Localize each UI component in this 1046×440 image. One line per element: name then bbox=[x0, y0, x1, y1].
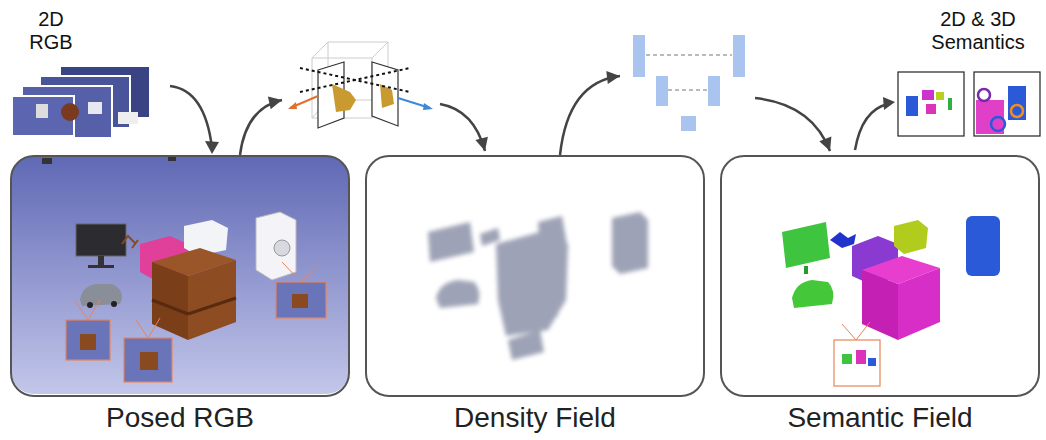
panel-frame bbox=[720, 155, 1040, 397]
panel-title: Density Field bbox=[365, 401, 705, 435]
flow-arrow bbox=[560, 71, 831, 155]
flow-arrow bbox=[170, 86, 212, 148]
flow-arrow bbox=[855, 104, 888, 150]
unet-icon bbox=[633, 35, 745, 131]
arrow-head bbox=[268, 97, 282, 110]
flow-curve bbox=[755, 98, 830, 151]
stage-panel: Density Field bbox=[365, 155, 705, 440]
panel-frame bbox=[10, 155, 350, 397]
semantic-scene bbox=[782, 216, 1000, 386]
arrow-head bbox=[883, 97, 895, 110]
arrow-head bbox=[205, 141, 219, 154]
panel-title: Semantic Field bbox=[720, 401, 1040, 435]
flow-curve bbox=[560, 76, 620, 155]
semantics-icon bbox=[898, 72, 1040, 136]
arrow-head bbox=[819, 137, 831, 152]
arrow-head bbox=[475, 137, 488, 151]
stage-panel: Semantic Field bbox=[720, 155, 1040, 440]
panel-frame bbox=[365, 155, 705, 397]
rgb-scene bbox=[11, 156, 349, 394]
stage-panel: Posed RGB bbox=[10, 155, 350, 440]
density-blobs bbox=[428, 212, 648, 360]
flow-arrow bbox=[240, 97, 488, 156]
input-output-label: 2D & 3D Semantics bbox=[915, 8, 1041, 54]
image-stack bbox=[12, 66, 150, 138]
input-output-label: 2D RGB bbox=[22, 8, 80, 54]
flow-curve bbox=[440, 104, 485, 151]
ray-icon bbox=[288, 42, 433, 128]
panel-title: Posed RGB bbox=[10, 401, 350, 435]
arrow-head bbox=[606, 71, 620, 84]
flow-curve bbox=[240, 100, 282, 155]
